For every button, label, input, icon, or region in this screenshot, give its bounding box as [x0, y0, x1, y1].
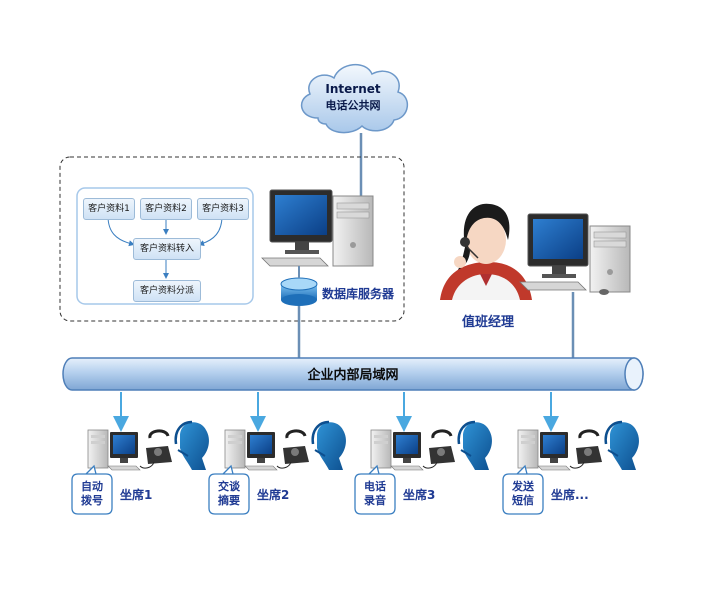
cloud-label-line1: Internet — [325, 82, 381, 96]
lan-pipe — [62, 357, 644, 391]
headset-agent-icon — [457, 420, 492, 470]
manager-computer-icon — [519, 213, 631, 295]
seat-4-name: 坐席... — [551, 488, 589, 502]
seat-4-function-line2: 短信 — [512, 494, 534, 507]
seat-2-function: 交谈 摘要 — [209, 480, 249, 508]
internet-cloud — [300, 64, 408, 134]
seat-2-function-line2: 摘要 — [218, 494, 240, 507]
seat-1-name: 坐席1 — [120, 488, 153, 502]
flow-box-dispatch: 客户资料分派 — [133, 280, 201, 302]
manager-avatar — [440, 203, 532, 300]
manager-label: 值班经理 — [462, 315, 515, 330]
datacenter-group-border — [59, 156, 405, 322]
seat-2-function-line1: 交谈 — [218, 480, 240, 493]
desk-phone-icon — [569, 429, 602, 469]
headset-agent-icon — [311, 420, 346, 470]
seat-2-name: 坐席2 — [257, 488, 290, 502]
database-icon — [280, 277, 318, 306]
headset-agent-icon — [174, 420, 209, 470]
flow-box-source-3: 客户资料3 — [197, 198, 249, 220]
seat-1-function-line1: 自动 — [81, 480, 103, 493]
headset-agent-icon — [604, 420, 639, 470]
seat-3-function-line1: 电话 — [364, 480, 386, 493]
seat-3-function-line2: 录音 — [364, 494, 386, 507]
flow-box-source-1: 客户资料1 — [83, 198, 135, 220]
db-server-label: 数据库服务器 — [322, 287, 395, 301]
seat-3-name: 坐席3 — [403, 488, 436, 502]
seat-computer-icon — [370, 429, 424, 471]
server-computer-icon — [261, 189, 374, 267]
desk-phone-icon — [276, 429, 309, 469]
seat-station-2 — [224, 420, 346, 471]
seat-1-function: 自动 拨号 — [72, 480, 112, 508]
lan-label: 企业内部局域网 — [307, 368, 399, 383]
seat-station-4 — [517, 420, 639, 471]
seat-computer-icon — [87, 429, 141, 471]
seat-station-1 — [87, 420, 209, 471]
seat-computer-icon — [517, 429, 571, 471]
seat-4-function-line1: 发送 — [512, 480, 534, 493]
desk-phone-icon — [139, 429, 172, 469]
seat-computer-icon — [224, 429, 278, 471]
seat-bubbles — [71, 464, 544, 515]
seat-1-function-line2: 拨号 — [81, 494, 103, 507]
cloud-label-line2: 电话公共网 — [325, 99, 381, 112]
seat-4-function: 发送 短信 — [503, 480, 543, 508]
seat-station-3 — [370, 420, 492, 471]
flow-box-source-2: 客户资料2 — [140, 198, 192, 220]
desk-phone-icon — [422, 429, 455, 469]
flow-box-merge: 客户资料转入 — [133, 238, 201, 260]
seat-3-function: 电话 录音 — [355, 480, 395, 508]
